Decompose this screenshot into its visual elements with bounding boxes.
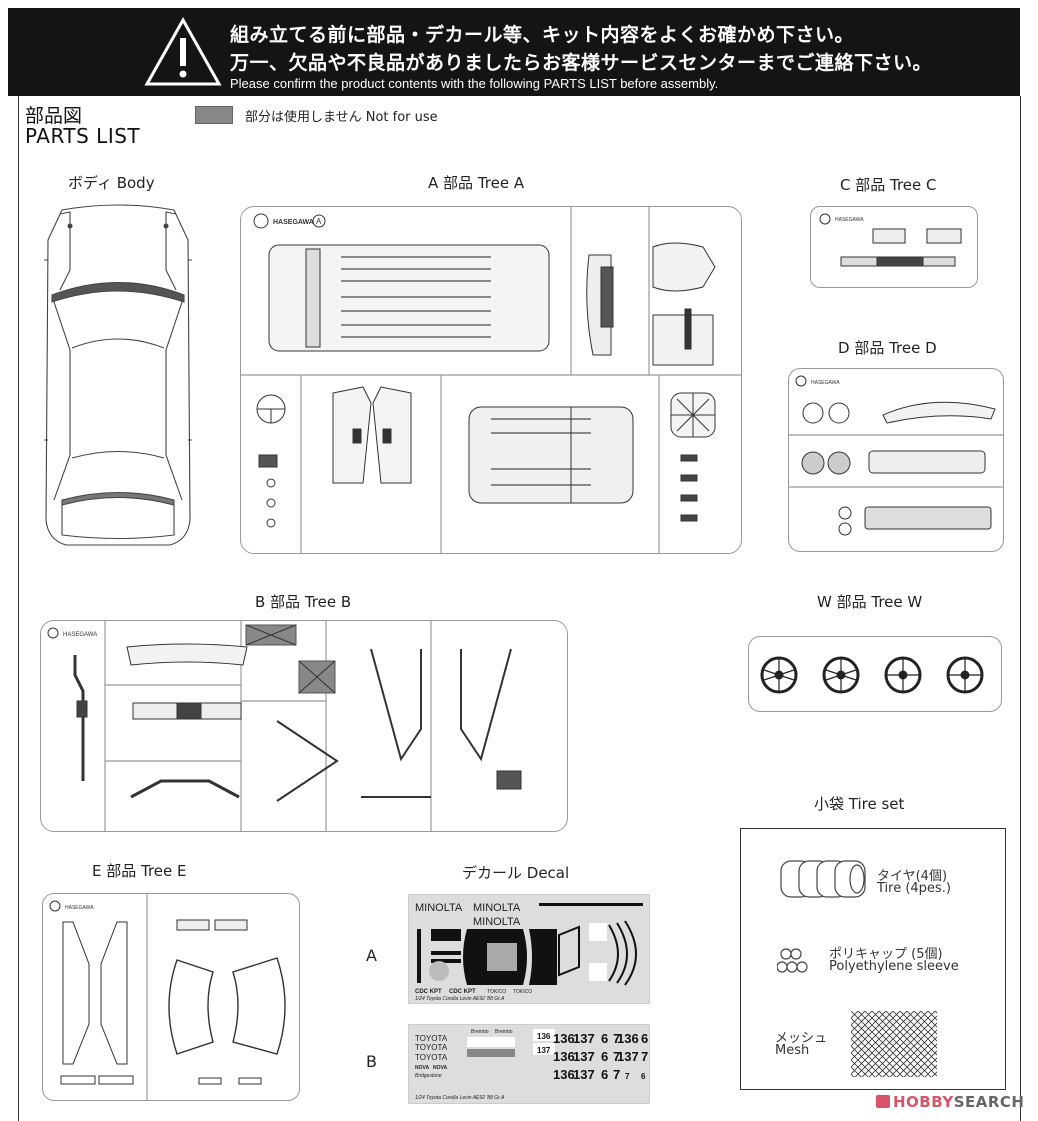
decal-text: TOYOTA <box>415 1034 448 1043</box>
decal-number: 137 <box>573 1049 595 1064</box>
watermark-left: HOBBY <box>893 1093 954 1111</box>
decal-text: MINOLTA <box>473 916 521 928</box>
decal-text: TOYOTA <box>415 1043 448 1052</box>
warning-banner: 組み立てる前に部品・デカール等、キット内容をよくお確かめ下さい。 万一、欠品や不… <box>8 8 1020 96</box>
decal-text: Brembo <box>495 1029 513 1035</box>
decal-number: 136 <box>617 1031 639 1046</box>
decal-text: NOVA <box>415 1065 429 1071</box>
watermark-right: SEARCH <box>953 1093 1025 1111</box>
section-title-tire-set: 小袋 Tire set <box>814 795 905 813</box>
decal-text: CDC KPT <box>449 989 476 995</box>
warning-triangle-icon <box>144 16 222 86</box>
decal-text: Bridgestone <box>415 1073 442 1079</box>
sprue-tree-w <box>748 636 1002 712</box>
sprue-tree-e: HASEGAWA <box>42 893 300 1101</box>
decal-text: Brembo <box>471 1029 489 1035</box>
mesh-label-jp: メッシュ <box>775 1031 828 1046</box>
sprue-tree-d: HASEGAWA <box>788 368 1004 552</box>
decal-text: MINOLTA <box>473 902 521 914</box>
warning-text-jp-2: 万一、欠品や不良品がありましたらお客様サービスセンターまでご連絡下さい。 <box>230 52 933 74</box>
decal-text: TOKICO <box>513 989 532 995</box>
svg-text:HASEGAWA: HASEGAWA <box>63 632 97 638</box>
section-title-tree-e: E 部品 Tree E <box>92 862 187 880</box>
sprue-tree-a: HASEGAWA A <box>240 206 742 554</box>
decal-sheet-b-label: B <box>366 1052 377 1071</box>
page-border-right <box>1020 96 1021 1121</box>
decal-text: TOYOTA <box>415 1053 448 1062</box>
decal-text: MINOLTA <box>415 902 463 914</box>
body-diagram <box>44 204 192 546</box>
decal-text: 1/24 Toyota Corolla Levin AE92 '88 Gr.A <box>415 996 505 1002</box>
tire-label-jp: タイヤ(4個) <box>877 869 948 884</box>
svg-text:HASEGAWA: HASEGAWA <box>835 217 864 223</box>
section-title-tree-b: B 部品 Tree B <box>255 593 352 611</box>
sprue-tree-c: HASEGAWA <box>810 206 978 288</box>
decal-number: 137 <box>573 1031 595 1046</box>
section-title-tree-w: W 部品 Tree W <box>817 593 923 611</box>
decal-number: 137 <box>617 1049 639 1064</box>
tire-label-en: Tire (4pes.) <box>877 881 951 896</box>
tire-set-box: タイヤ(4個) Tire (4pes.) ポリキャップ (5個) Polyeth… <box>740 828 1006 1090</box>
mesh-icon <box>851 1011 937 1077</box>
decal-sheet-a-label: A <box>366 946 377 965</box>
decal-number: 7 <box>613 1031 620 1046</box>
decal-text: 137 <box>537 1046 551 1055</box>
decal-text: CDC KPT <box>415 989 442 995</box>
warning-text-jp-1: 組み立てる前に部品・デカール等、キット内容をよくお確かめ下さい。 <box>230 24 855 46</box>
decal-number: 136 <box>553 1049 575 1064</box>
decal-number: 6 <box>601 1049 608 1064</box>
decal-sheet-b: TOYOTA TOYOTA TOYOTA NOVA NOVA Bridgesto… <box>408 1024 650 1104</box>
svg-text:HASEGAWA: HASEGAWA <box>65 905 94 911</box>
section-title-tree-a: A 部品 Tree A <box>428 174 525 192</box>
watermark: HOBBYSEARCH <box>876 1093 1025 1111</box>
decal-number: 6 <box>641 1072 646 1081</box>
decal-text: 136 <box>537 1032 551 1041</box>
decal-text: 1/24 Toyota Corolla Levin AE92 '88 Gr.A <box>415 1095 505 1101</box>
page-title-jp: 部品図 <box>25 105 83 127</box>
not-for-use-swatch <box>195 106 233 124</box>
polycap-label-en: Polyethylene sleeve <box>829 959 959 974</box>
polycap-label-jp: ポリキャップ (5個) <box>829 947 943 962</box>
decal-number: 137 <box>573 1067 595 1082</box>
decal-text: TOKICO <box>487 989 506 995</box>
section-title-decal: デカール Decal <box>462 864 570 882</box>
warning-text-en: Please confirm the product contents with… <box>230 76 719 91</box>
decal-number: 136 <box>553 1031 575 1046</box>
decal-number: 7 <box>613 1067 620 1082</box>
decal-number: 7 <box>625 1072 630 1081</box>
section-title-tree-d: D 部品 Tree D <box>838 339 937 357</box>
decal-sheet-a: MINOLTA MINOLTA MINOLTA CDC KPT CDC KPT … <box>408 894 650 1004</box>
decal-number: 7 <box>613 1049 620 1064</box>
decal-number: 6 <box>601 1067 608 1082</box>
mesh-label-en: Mesh <box>775 1043 810 1058</box>
page-border-left <box>18 96 19 1121</box>
decal-number: 136 <box>553 1067 575 1082</box>
section-title-tree-c: C 部品 Tree C <box>840 176 937 194</box>
watermark-logo-icon <box>876 1095 890 1108</box>
decal-number: 7 <box>641 1049 648 1064</box>
tire-icon <box>780 860 866 898</box>
sprue-badge-a: A <box>316 217 322 226</box>
decal-number: 6 <box>641 1031 648 1046</box>
svg-text:HASEGAWA: HASEGAWA <box>811 380 840 386</box>
section-title-body: ボディ Body <box>68 174 155 192</box>
decal-text: NOVA <box>433 1065 447 1071</box>
polycap-icon <box>777 948 808 973</box>
page-title-en: PARTS LIST <box>25 124 141 148</box>
not-for-use-legend: 部分は使用しません Not for use <box>245 110 438 125</box>
sprue-brand-a: HASEGAWA <box>273 219 314 226</box>
sprue-tree-b: HASEGAWA <box>40 620 568 832</box>
decal-number: 6 <box>601 1031 608 1046</box>
